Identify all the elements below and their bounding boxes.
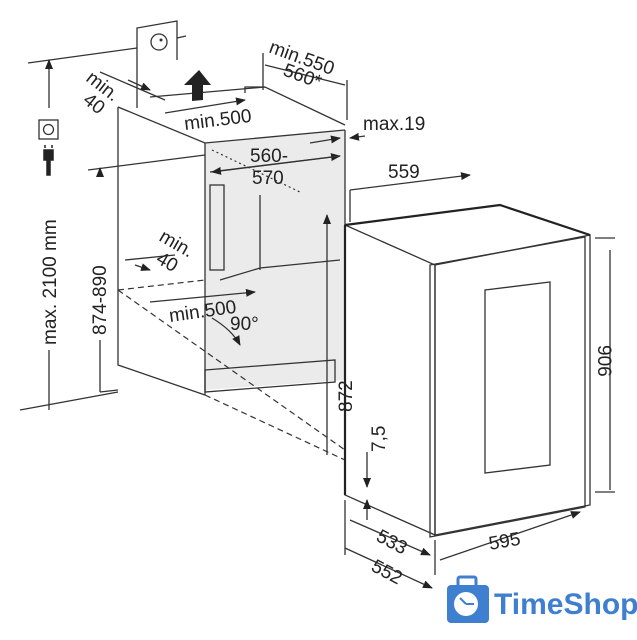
timeshop-logo: TimeShop (447, 575, 637, 623)
dim-560-570-b: 570 (252, 168, 284, 189)
dim-872: 872 (336, 380, 357, 412)
dim-max-2100: max. 2100 mm (40, 219, 61, 345)
power-plug-icon (43, 145, 54, 176)
logo-text: TimeShop (494, 588, 637, 621)
wine-cooler-appliance (343, 203, 591, 538)
dim-559: 559 (388, 162, 420, 183)
dim-906: 906 (593, 345, 614, 377)
hinge-bracket (209, 184, 225, 271)
dim-min-500-top: min.500 (183, 106, 253, 135)
wall-socket-icon (136, 20, 187, 108)
air-flow-arrow-icon (184, 70, 211, 101)
dim-max-19: max.19 (363, 114, 425, 135)
niche-interior (205, 130, 345, 390)
floor-projection (117, 279, 346, 461)
glass-door-window (484, 281, 551, 474)
dim-874-890: 874-890 (90, 265, 111, 335)
dim-533: 533 (373, 526, 411, 559)
niche-cabinet (117, 86, 346, 396)
dim-7-5: 7,5 (369, 426, 390, 452)
dimension-lines (19, 47, 615, 589)
dim-595: 595 (487, 529, 522, 555)
dim-560-570-a: 560- (250, 146, 288, 167)
dim-angle-90: 90° (230, 314, 259, 335)
power-socket-icon (38, 119, 59, 140)
